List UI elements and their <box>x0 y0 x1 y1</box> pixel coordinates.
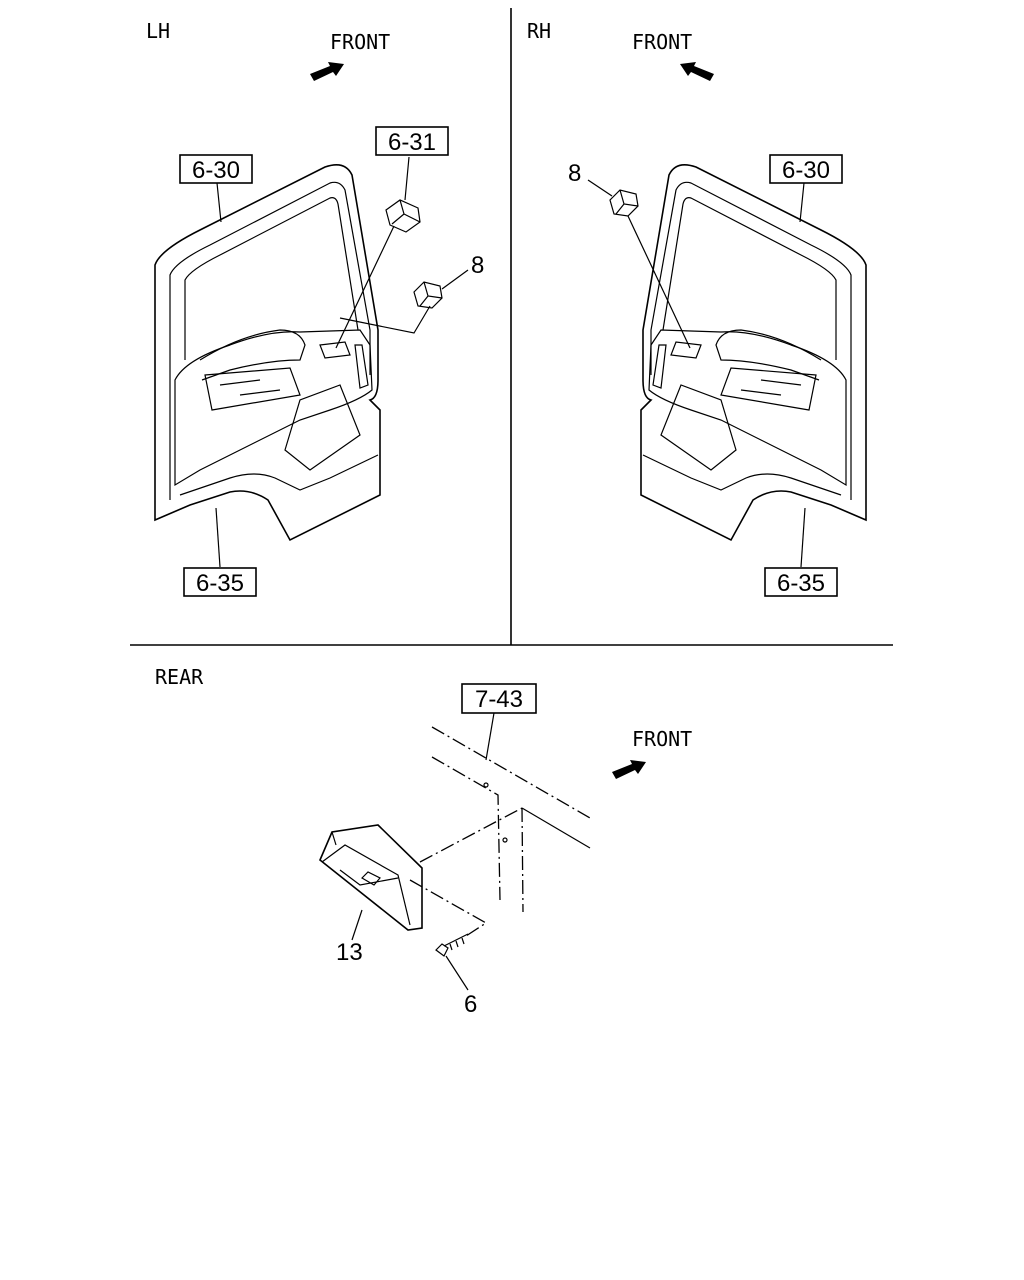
rh-assembly-line-clip <box>627 215 691 349</box>
lh-window-frame <box>184 197 359 360</box>
lh-side-label: LH <box>146 19 170 43</box>
rear-leader-7-43 <box>485 712 495 761</box>
lh-armrest <box>199 329 306 381</box>
lh-ref-box-6-31 <box>375 126 449 156</box>
rh-ref-box-6-30 <box>769 154 843 184</box>
rear-panel: REAR FRONT 7-43 13 6 <box>155 665 692 1018</box>
rear-ref-7-43: 7-43 <box>475 686 523 713</box>
rh-armrest <box>715 329 822 381</box>
lh-handle <box>354 344 369 389</box>
rh-side-label: RH <box>527 19 551 43</box>
lh-callout-8: 8 <box>471 252 484 279</box>
rear-label: REAR <box>155 665 204 689</box>
rear-leader-13 <box>351 909 363 941</box>
rear-screw-part-6 <box>435 933 469 957</box>
rh-trim-panel <box>660 384 737 471</box>
lh-trim-panel <box>284 384 361 471</box>
lh-door-inner <box>169 181 371 500</box>
rh-front-label: FRONT <box>632 30 692 54</box>
rh-clip-part-8 <box>609 189 639 217</box>
lh-panel: LH FRONT 6-30 6-31 6-35 8 <box>146 19 484 597</box>
rh-lower-frame <box>648 329 847 487</box>
rh-panel: RH FRONT 8 6-30 6-35 <box>527 19 867 597</box>
rh-ref-6-35: 6-35 <box>777 570 825 597</box>
rear-callout-13: 13 <box>336 939 363 966</box>
rh-bottom-edge <box>642 454 842 496</box>
rh-leader-8 <box>587 179 613 197</box>
rh-window-frame <box>662 197 837 360</box>
rear-assembly-line-top <box>419 807 523 863</box>
front-arrow-icon <box>612 760 646 779</box>
front-arrow-icon <box>310 62 344 81</box>
front-arrow-icon <box>680 62 714 81</box>
lh-lower-frame <box>174 329 373 487</box>
rear-callout-6: 6 <box>464 991 477 1018</box>
lh-bottom-edge <box>179 454 379 496</box>
lh-ref-6-35: 6-35 <box>196 570 244 597</box>
lh-door-pocket <box>204 367 301 411</box>
lh-switch-part <box>385 199 421 233</box>
lh-ref-6-30: 6-30 <box>192 157 240 184</box>
lh-ref-box-6-35 <box>183 567 257 597</box>
lh-leader-6-31 <box>404 156 410 201</box>
rh-handle <box>652 344 667 389</box>
lh-ref-box-6-30 <box>179 154 253 184</box>
rear-assembly-line-screw <box>409 879 488 937</box>
lh-front-label: FRONT <box>330 30 390 54</box>
rear-leader-6 <box>445 955 469 991</box>
rear-ref-box-7-43 <box>461 683 537 714</box>
lh-leader-6-30 <box>216 182 222 223</box>
rh-callout-8: 8 <box>568 160 581 187</box>
rear-body-dashed-post <box>521 807 524 913</box>
lh-clip-part-8 <box>413 281 443 309</box>
rh-door-pocket <box>720 367 817 411</box>
rear-body-solid <box>521 807 591 849</box>
rear-body-dashed-top <box>431 726 591 819</box>
rh-leader-6-30 <box>799 182 805 223</box>
rear-body-hole <box>502 837 508 843</box>
rh-ref-6-30: 6-30 <box>782 157 830 184</box>
rear-front-label: FRONT <box>632 727 692 751</box>
lh-leader-8 <box>441 269 469 290</box>
rh-leader-6-35 <box>800 507 806 568</box>
lh-switch-slot <box>319 341 351 359</box>
rh-door-outline <box>640 164 867 542</box>
lh-leader-6-35 <box>215 507 221 568</box>
lh-assembly-line-switch <box>335 225 395 349</box>
rear-body-dashed-mid <box>431 756 501 901</box>
rh-door-inner <box>650 181 852 500</box>
lh-ref-6-31: 6-31 <box>388 129 436 156</box>
rear-body-hole <box>483 782 489 788</box>
rear-lamp-lens <box>321 831 411 926</box>
rh-ref-box-6-35 <box>764 567 838 597</box>
rh-switch-slot <box>670 341 702 359</box>
lh-assembly-line-clip <box>339 305 431 334</box>
lh-door-outline <box>154 164 381 542</box>
